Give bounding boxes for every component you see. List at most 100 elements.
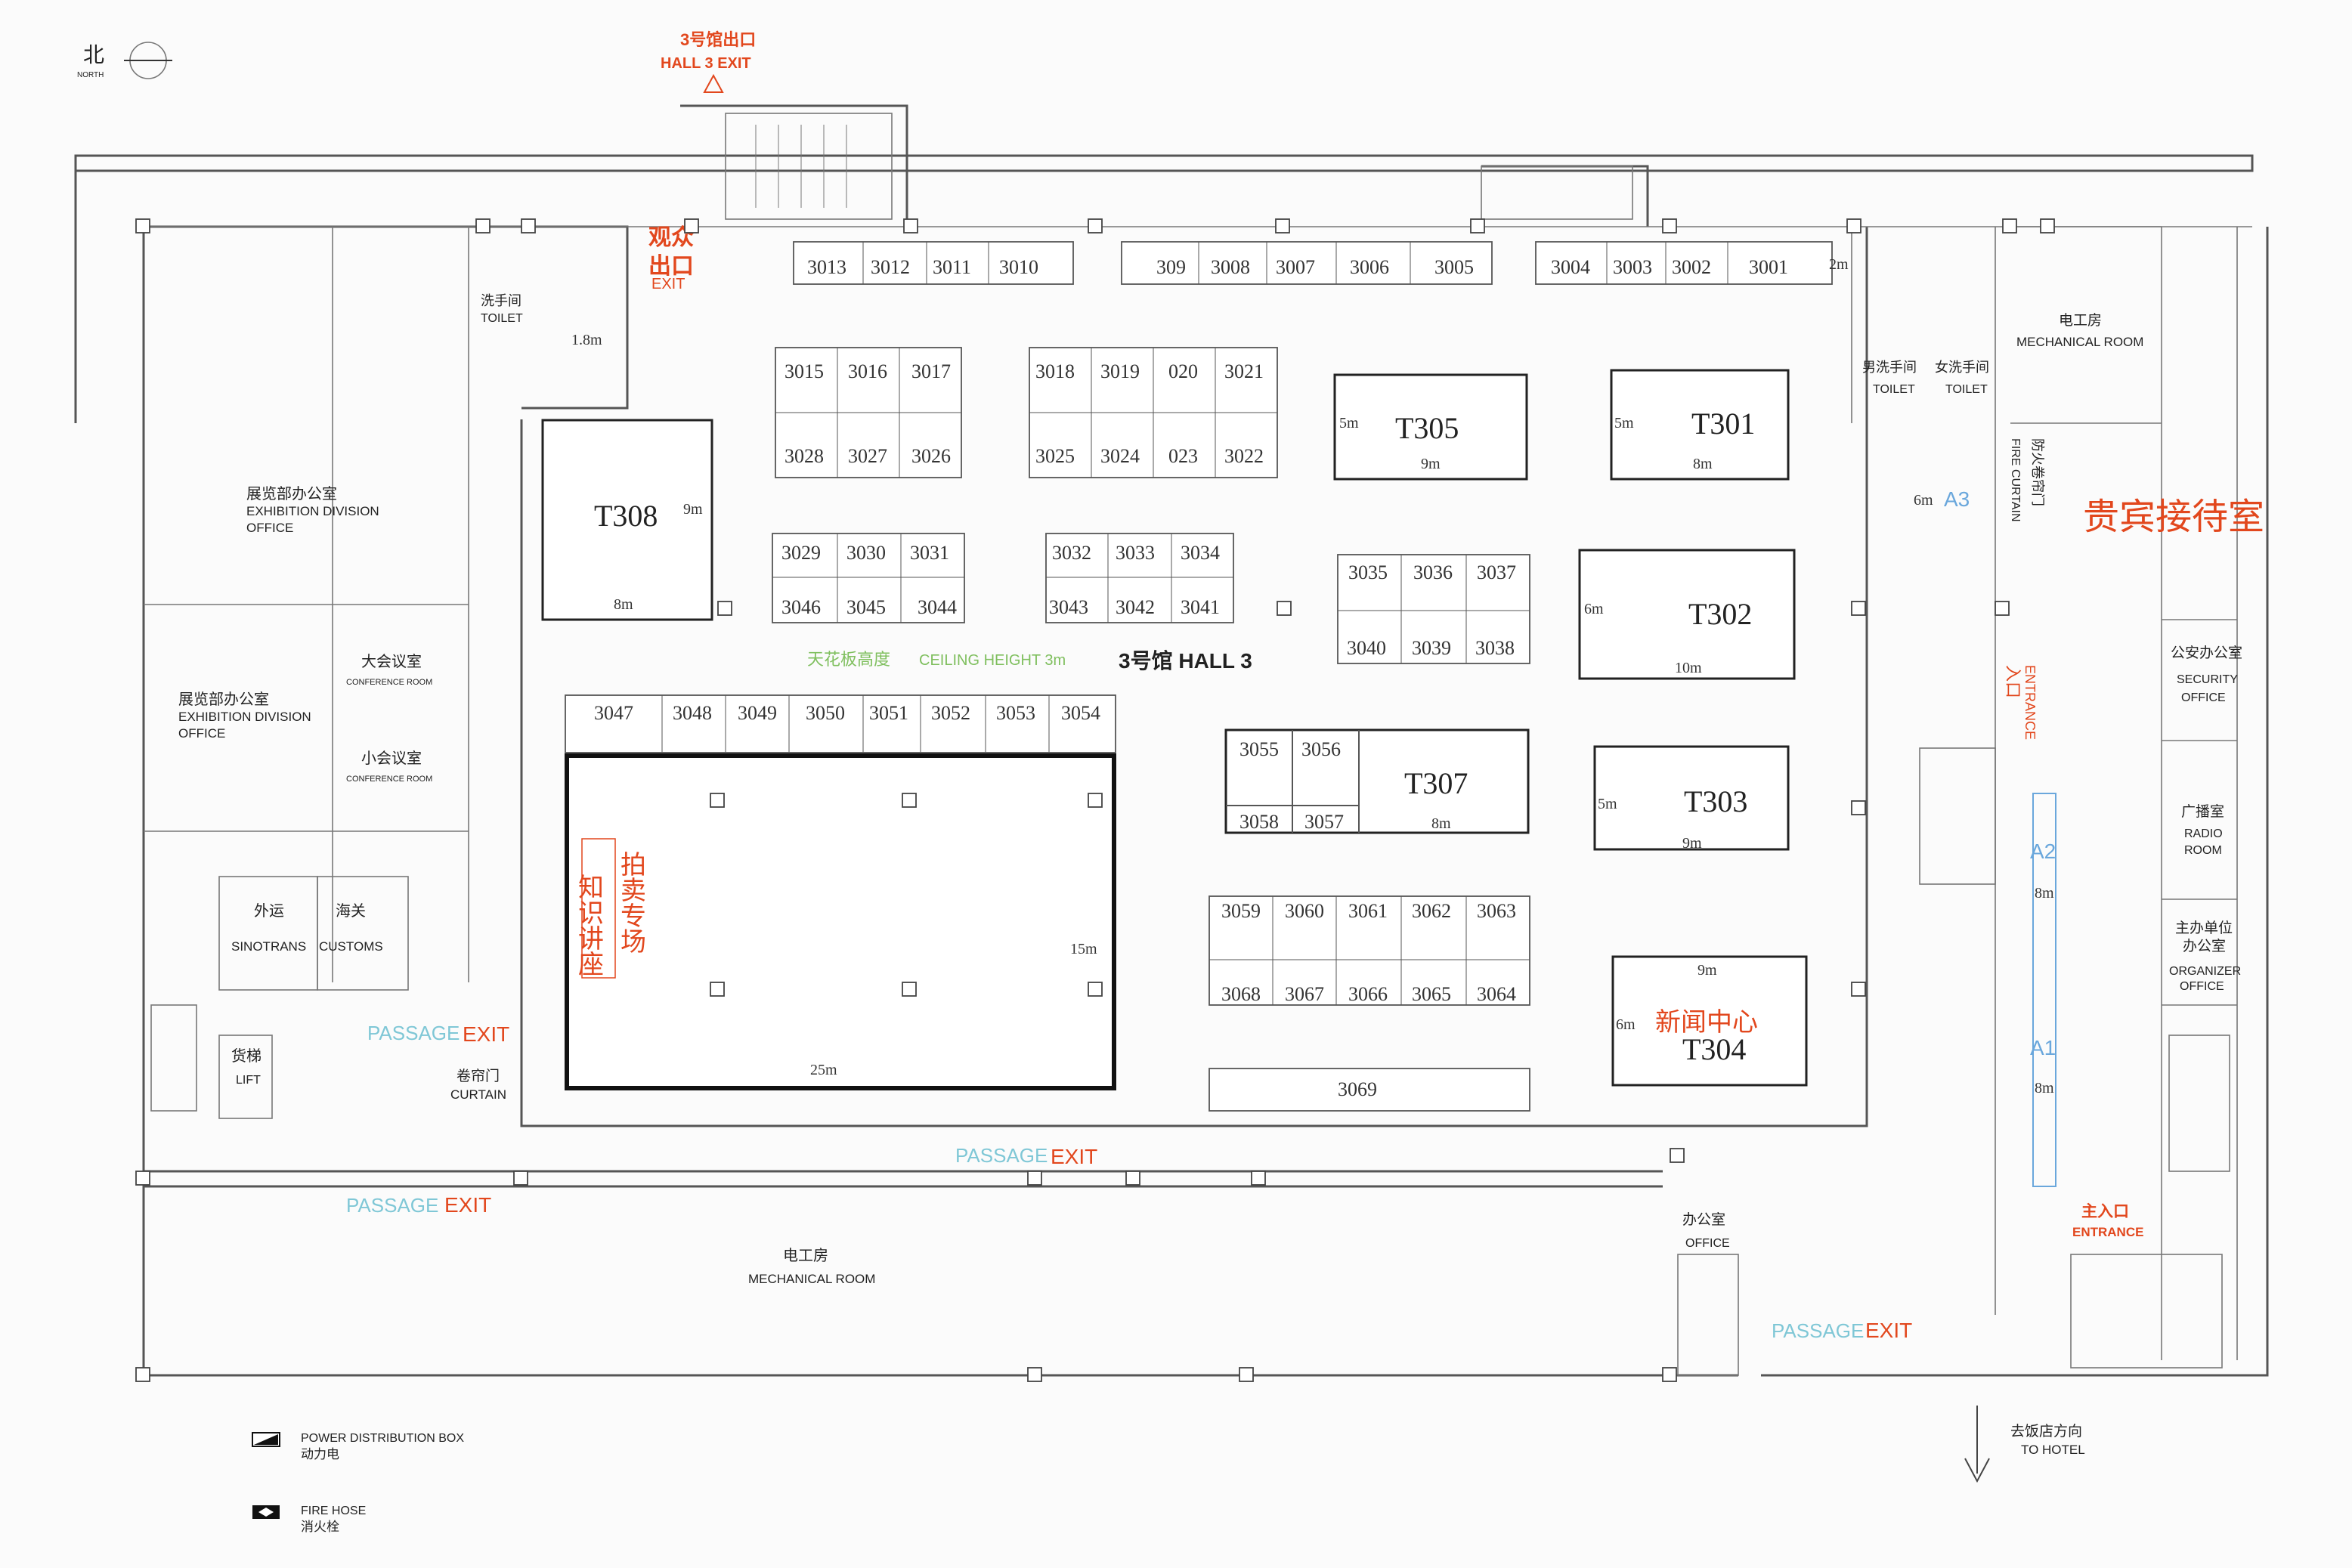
legend-power-en: POWER DISTRIBUTION BOX: [301, 1432, 464, 1445]
booth-t302: T302 6m 10m: [1578, 549, 1796, 680]
booth: 3013: [807, 256, 846, 278]
booth-group-4: 3032 3033 3034 3043 3042 3041: [1045, 533, 1234, 623]
hall-exit-label-cn: 3号馆出口: [680, 30, 756, 49]
map-label: 3038: [1475, 637, 1515, 659]
auction-col1: 知识讲座: [574, 874, 604, 976]
map-label: 3068: [1221, 983, 1261, 1005]
customs-cn: 海关: [336, 902, 366, 920]
radio-cn: 广播室: [2181, 803, 2224, 820]
map-label: PASSAGE: [1772, 1319, 1864, 1342]
map-label: T303: [1684, 784, 1747, 818]
map-label: 3047: [594, 702, 633, 724]
fire-curtain-cn: 防火卷帘门: [2030, 438, 2045, 506]
map-label: 3035: [1348, 561, 1388, 583]
map-label: 3062: [1412, 900, 1451, 922]
map-label: 3016: [848, 360, 887, 382]
passage-exit-1: PASSAGE EXIT: [367, 1022, 509, 1046]
hall-exit-label-en: HALL 3 EXIT: [661, 55, 751, 72]
map-label: 15m: [1070, 941, 1097, 957]
map-label: 3061: [1348, 900, 1388, 922]
booth: 309: [1156, 256, 1186, 278]
booth-group-2: 3018 3019 020 3021 3025 3024 023 3022: [1029, 347, 1278, 478]
map-label: 3032: [1052, 542, 1091, 564]
legend-hose-en: FIRE HOSE: [301, 1505, 366, 1517]
legend-power-cn: 动力电: [301, 1447, 339, 1461]
booth-group-5: 3035 3036 3037 3040 3039 3038: [1337, 554, 1530, 664]
dim-2m: 2m: [1829, 256, 1849, 273]
booth-3069: 3069: [1208, 1068, 1530, 1112]
map-label: 023: [1168, 445, 1198, 467]
booth: 3012: [871, 256, 910, 278]
map-label: T302: [1688, 597, 1752, 631]
main-entrance-cn: 主入口: [2081, 1203, 2129, 1220]
office-1: 展览部办公室 EXHIBITION DIVISION OFFICE: [246, 485, 379, 535]
map-label: 5m: [1598, 796, 1617, 812]
map-label: 3049: [738, 702, 777, 724]
legend-hose-cn: 消火栓: [301, 1520, 339, 1534]
map-label: T308: [594, 499, 658, 533]
map-label: 6m: [1616, 1016, 1636, 1033]
small-conf-cn: 小会议室: [361, 750, 422, 767]
passage-exit-4: PASSAGE EXIT: [1772, 1319, 1912, 1342]
building-walls: [74, 104, 2269, 1377]
booth-t303: T303 5m 9m: [1593, 745, 1790, 852]
booth-group-7: 3059 3060 3061 3062 3063 3068 3067 3066 …: [1208, 895, 1530, 1006]
map-label: 8m: [1693, 456, 1713, 472]
row-mid: 3047 3048 3049 3050 3051 3052 3053 3054: [565, 694, 1116, 753]
map-label: PASSAGE: [367, 1022, 460, 1044]
map-label: 3056: [1301, 738, 1341, 760]
hotel-cn: 去饭店方向: [2010, 1423, 2082, 1440]
row-top-a: 3013 3012 3011 3010: [793, 241, 1074, 285]
map-label: EXIT: [444, 1193, 491, 1217]
map-label: 3040: [1347, 637, 1386, 659]
booth-group-3: 3029 3030 3031 3046 3045 3044: [772, 533, 965, 623]
row-top-c: 3004 3003 3002 3001: [1535, 241, 1833, 285]
map-label: 3037: [1477, 561, 1516, 583]
map-label: 3065: [1412, 983, 1451, 1005]
map-label: 3058: [1239, 811, 1279, 833]
hotel-en: TO HOTEL: [2021, 1443, 2085, 1457]
map-label: OFFICE: [178, 726, 225, 741]
booth: 3010: [999, 256, 1038, 278]
north-compass: 北 NORTH: [77, 42, 172, 79]
zone-a3: A3: [1944, 487, 1970, 511]
map-label: 展览部办公室: [178, 691, 269, 708]
map-label: 3027: [848, 445, 887, 467]
pillars: [135, 218, 2055, 1382]
customs-en: CUSTOMS: [319, 939, 383, 954]
map-label: 3034: [1181, 542, 1220, 564]
map-label: 10m: [1675, 660, 1702, 676]
map-label: 8m: [614, 596, 633, 613]
toilet-left-en: TOILET: [481, 312, 523, 325]
map-label: 8m: [1431, 815, 1451, 832]
main-entrance-en: ENTRANCE: [2072, 1225, 2143, 1239]
map-label: 3048: [673, 702, 712, 724]
passage-exit-2: PASSAGE EXIT: [346, 1193, 491, 1217]
map-label: OFFICE: [246, 521, 293, 535]
booth-t307: T307 8m 3055 3056 3058 3057: [1224, 728, 1530, 834]
map-label: 3044: [918, 596, 957, 618]
women-toilet-cn: 女洗手间: [1935, 360, 1989, 375]
map-label: 3053: [996, 702, 1035, 724]
map-label: 3063: [1477, 900, 1516, 922]
hotel-arrow-icon: [1964, 1406, 1990, 1483]
women-toilet-en: TOILET: [1945, 383, 1988, 396]
entrance-side-cn: 入口: [2004, 665, 2022, 698]
zone-a2: A2: [2030, 840, 2056, 863]
map-label: 9m: [1421, 456, 1441, 472]
entrance-side-en: ENTRANCE: [2022, 665, 2038, 740]
north-label-cn: 北: [83, 43, 104, 66]
map-label: 6m: [1584, 601, 1604, 617]
map-label: 3060: [1285, 900, 1324, 922]
men-toilet-en: TOILET: [1873, 383, 1915, 396]
booth: 3001: [1749, 256, 1788, 278]
radio-en1: RADIO: [2184, 827, 2223, 840]
map-label: 3019: [1100, 360, 1140, 382]
mech-bottom-cn: 电工房: [783, 1247, 828, 1264]
booth: 3007: [1276, 256, 1315, 278]
booth: 3006: [1350, 256, 1389, 278]
small-conf-en: CONFERENCE ROOM: [346, 775, 432, 784]
mech-bottom-en: MECHANICAL ROOM: [748, 1272, 875, 1286]
map-label: 3031: [910, 542, 949, 564]
map-label: 3045: [846, 596, 886, 618]
